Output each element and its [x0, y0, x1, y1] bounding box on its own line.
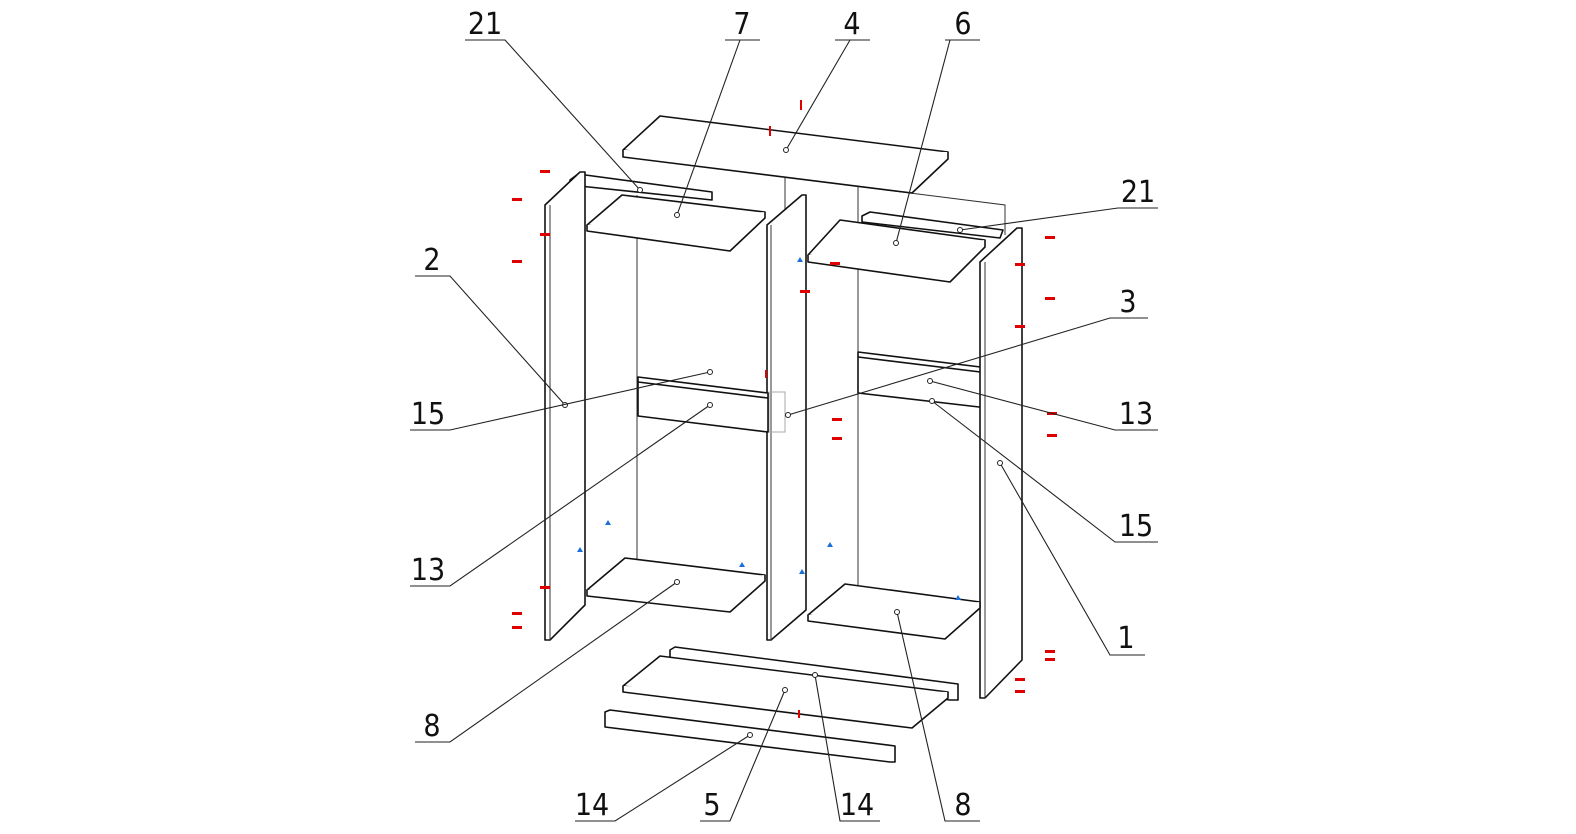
fastener-mark [765, 370, 767, 378]
fastener-mark [1015, 263, 1025, 266]
leader-line [929, 380, 1158, 431]
fastener-mark [769, 126, 771, 136]
callout-number: 14 [575, 788, 609, 823]
leader-point [674, 579, 680, 585]
fastener-mark [512, 260, 522, 263]
callout-labels: 21 7 4 6 21 2 3 15 13 15 13 1 8 14 5 14 8 [411, 7, 1155, 823]
fastener-mark [798, 710, 800, 718]
leader-line [896, 611, 980, 822]
leader-point [997, 460, 1003, 466]
hint-mark [955, 595, 961, 600]
bar-13-left [637, 376, 769, 433]
shelf-7 [586, 194, 766, 252]
leader-line [814, 674, 880, 822]
leader-point [674, 212, 680, 218]
callout-leaders [410, 39, 1158, 822]
callout-number: 7 [733, 7, 750, 42]
callout-number: 15 [411, 397, 445, 432]
callout-number: 8 [954, 788, 971, 823]
fastener-mark [540, 170, 550, 173]
fastener-mark [1047, 434, 1057, 437]
fastener-mark [512, 198, 522, 201]
leader-line [787, 317, 1148, 416]
leader-line [895, 39, 980, 244]
callout-number: 1 [1117, 621, 1134, 656]
hint-mark [797, 257, 803, 262]
fastener-mark [1015, 325, 1025, 328]
fastener-mark [1045, 658, 1055, 661]
hint-mark [739, 562, 745, 567]
fastener-mark [832, 437, 842, 440]
fastener-mark [512, 612, 522, 615]
callout-number: 14 [840, 788, 874, 823]
callout-number: 13 [411, 553, 445, 588]
callout-number: 4 [843, 7, 860, 42]
leader-point [927, 378, 933, 384]
fastener-mark [1015, 690, 1025, 693]
hint-mark [605, 520, 611, 525]
fastener-mark [540, 233, 550, 236]
leader-line [999, 462, 1145, 656]
hint-mark [577, 547, 583, 552]
fastener-mark [512, 626, 522, 629]
callout-number: 6 [954, 7, 971, 42]
leader-point [707, 369, 713, 375]
leader-line [931, 400, 1158, 543]
rail-21-right [861, 211, 1004, 239]
fastener-mark [1015, 678, 1025, 681]
leader-line [959, 207, 1158, 231]
leader-line [410, 371, 711, 431]
leader-line [785, 39, 870, 151]
leader-point [782, 687, 788, 693]
callout-number: 13 [1119, 397, 1153, 432]
leader-point [783, 147, 789, 153]
leader-point [637, 187, 643, 193]
leader-line [575, 734, 751, 822]
fastener-mark [800, 100, 802, 110]
leader-point [893, 240, 899, 246]
fastener-mark [540, 586, 550, 589]
leader-point [747, 732, 753, 738]
callout-number: 21 [468, 7, 502, 42]
callout-number: 15 [1119, 509, 1153, 544]
leader-point [894, 609, 900, 615]
callout-number: 8 [423, 709, 440, 744]
fastener-mark [1045, 650, 1055, 653]
fastener-mark [1045, 297, 1055, 300]
callout-number: 3 [1119, 285, 1136, 320]
fastener-mark [800, 290, 810, 293]
leader-line [700, 689, 786, 822]
fastener-mark [1045, 236, 1055, 239]
leader-point [929, 398, 935, 404]
leader-line [465, 39, 641, 191]
hint-mark [799, 569, 805, 574]
leader-point [812, 672, 818, 678]
callout-number: 5 [703, 788, 720, 823]
callout-number: 2 [423, 243, 440, 278]
bottom-shelf-8-left [586, 557, 766, 613]
callout-number: 21 [1121, 175, 1155, 210]
fastener-mark [832, 418, 842, 421]
leader-line [676, 39, 760, 216]
leader-point [785, 412, 791, 418]
leader-line [415, 275, 566, 406]
shelf-6 [807, 219, 986, 283]
hint-mark [827, 542, 833, 547]
leader-line [410, 404, 711, 587]
bottom-shelf-8-right [807, 583, 981, 640]
leader-point [707, 402, 713, 408]
leader-line [415, 581, 678, 743]
leader-point [957, 227, 963, 233]
fastener-mark [830, 262, 840, 265]
